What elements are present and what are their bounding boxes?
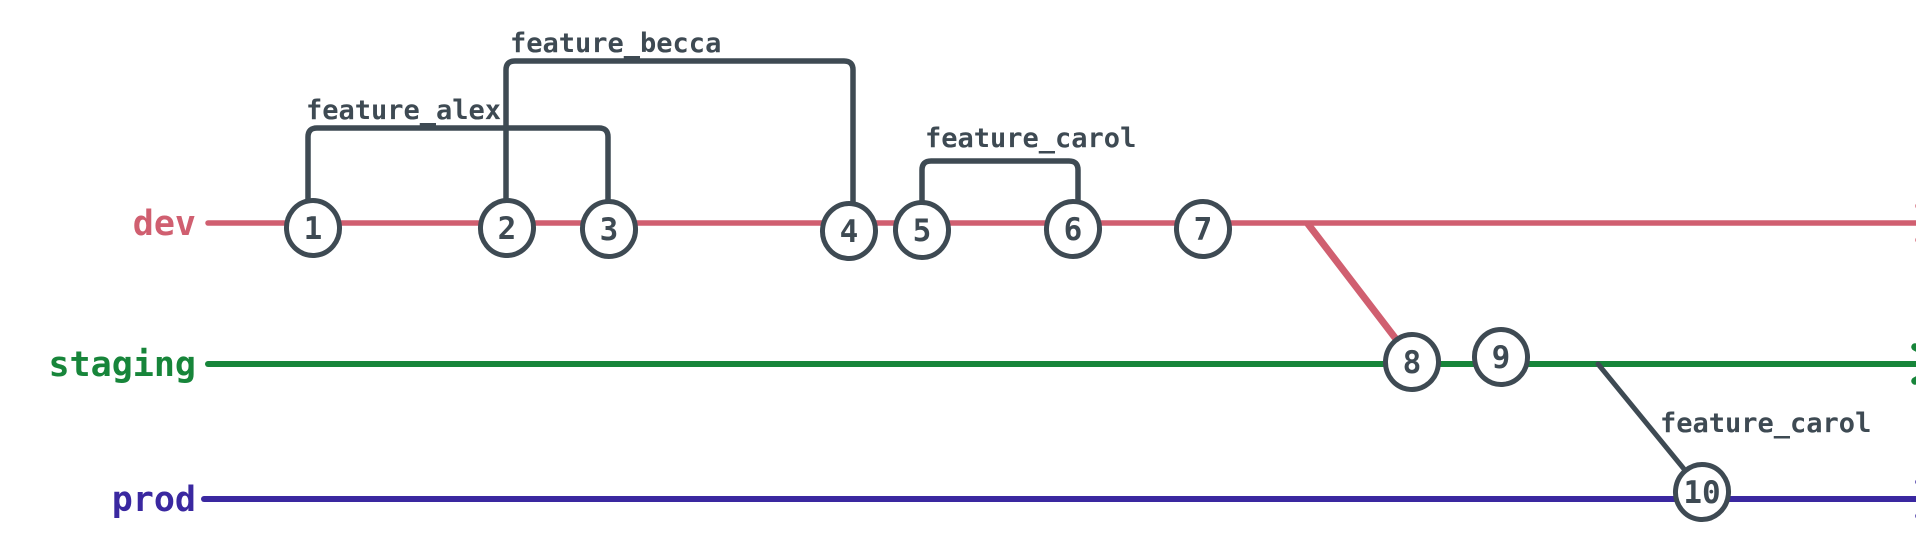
commit-number-4: 4 xyxy=(840,214,859,250)
commit-node-8: 8 xyxy=(1382,332,1442,392)
commit-node-6: 6 xyxy=(1043,199,1103,259)
feature-label-feature_alex: feature_alex xyxy=(306,95,501,126)
link-merge-dev-to-staging xyxy=(1304,220,1400,343)
commit-circle-7 xyxy=(1173,199,1233,259)
commit-node-9: 9 xyxy=(1471,327,1531,387)
commit-node-5: 5 xyxy=(892,200,952,260)
commit-node-4: 4 xyxy=(819,201,879,261)
commit-circle-5 xyxy=(892,200,952,260)
commit-node-1: 1 xyxy=(283,198,343,258)
feature-link-label-feature_carol: feature_carol xyxy=(1660,408,1871,439)
branch-label-dev: dev xyxy=(133,204,196,244)
commit-circle-6 xyxy=(1043,199,1103,259)
feature-label-feature_becca: feature_becca xyxy=(510,28,721,59)
commit-circle-1 xyxy=(283,198,343,258)
commit-node-2: 2 xyxy=(477,198,537,258)
branch-label-staging: staging xyxy=(48,345,196,385)
commit-number-5: 5 xyxy=(913,213,932,249)
commit-number-6: 6 xyxy=(1064,212,1083,248)
commit-number-3: 3 xyxy=(600,212,619,248)
commit-circle-9 xyxy=(1471,327,1531,387)
commit-node-7: 7 xyxy=(1173,199,1233,259)
feature-bracket-feature_carol xyxy=(919,158,1081,209)
commit-number-9: 9 xyxy=(1492,340,1511,376)
commit-number-7: 7 xyxy=(1194,212,1213,248)
commit-circle-2 xyxy=(477,198,537,258)
commit-number-10: 10 xyxy=(1683,475,1720,511)
commit-number-8: 8 xyxy=(1403,345,1422,381)
feature-label-feature_carol: feature_carol xyxy=(925,123,1136,154)
commit-node-3: 3 xyxy=(579,199,639,259)
commit-number-1: 1 xyxy=(304,211,323,247)
feature-bracket-feature_alex xyxy=(305,125,611,208)
link-feature-carol-staging-to-prod xyxy=(1595,361,1687,472)
git-branch-diagram-canvas: devstagingprodfeature_carolfeature_alexf… xyxy=(48,28,1916,522)
feature-bracket-feature_becca xyxy=(503,58,856,210)
commit-circle-8 xyxy=(1382,332,1442,392)
commit-number-2: 2 xyxy=(498,211,517,247)
branch-label-prod: prod xyxy=(112,480,196,520)
commit-circle-3 xyxy=(579,199,639,259)
commit-circle-4 xyxy=(819,201,879,261)
commit-node-10: 10 xyxy=(1672,462,1732,522)
